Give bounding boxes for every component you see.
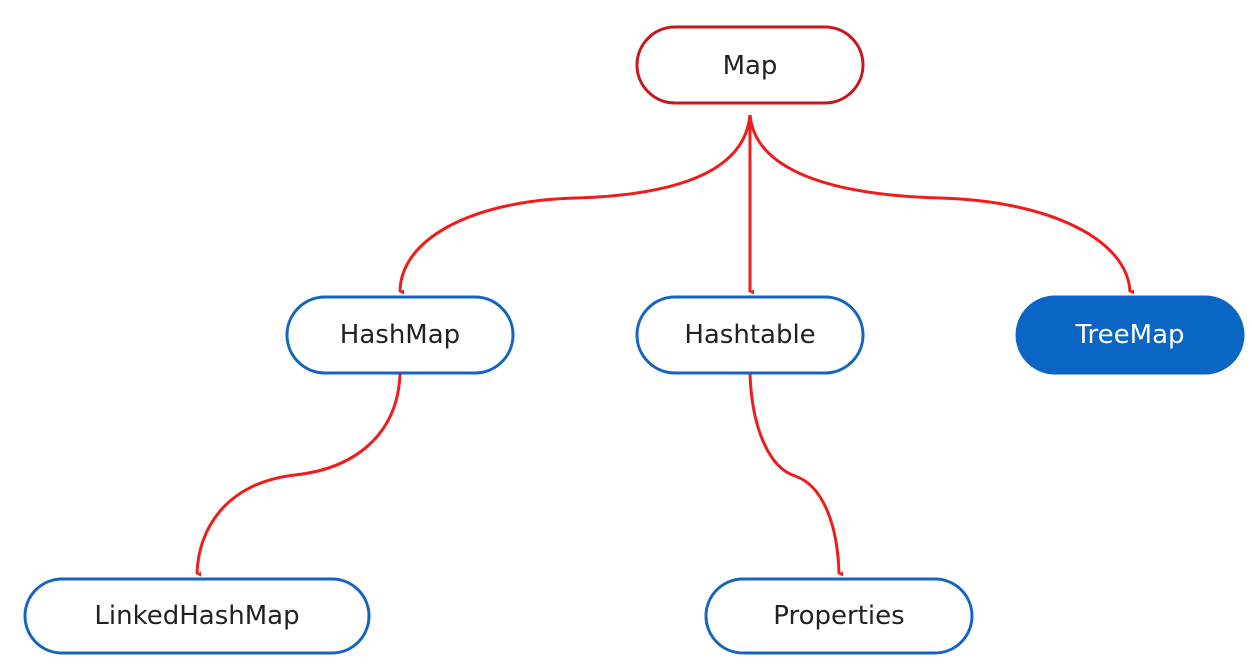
edge-hashmap-linkedhashmap [195,373,402,577]
node-hashtable-shape [635,295,865,375]
edge-map-hashmap [398,114,752,295]
node-linkedhashmap-label: LinkedHashMap [94,601,299,631]
node-properties-shape [704,577,974,655]
node-map[interactable]: Map [635,25,865,105]
node-properties[interactable]: Properties [704,577,974,655]
edges [195,114,1135,577]
node-properties-label: Properties [773,601,904,631]
node-hashmap[interactable]: HashMap [285,295,515,375]
node-map-shape [635,25,865,105]
edge-hashtable-properties [748,373,844,577]
node-treemap-shape [1015,295,1245,375]
edge-map-treemap [748,114,1135,295]
node-linkedhashmap-shape [23,577,371,655]
node-hashmap-label: HashMap [340,320,460,350]
node-hashmap-shape [285,295,515,375]
node-treemap[interactable]: TreeMap [1015,295,1245,375]
node-linkedhashmap[interactable]: LinkedHashMap [23,577,371,655]
node-hashtable-label: Hashtable [684,320,815,350]
node-hashtable[interactable]: Hashtable [635,295,865,375]
node-treemap-label: TreeMap [1074,320,1184,350]
node-map-label: Map [723,51,778,81]
